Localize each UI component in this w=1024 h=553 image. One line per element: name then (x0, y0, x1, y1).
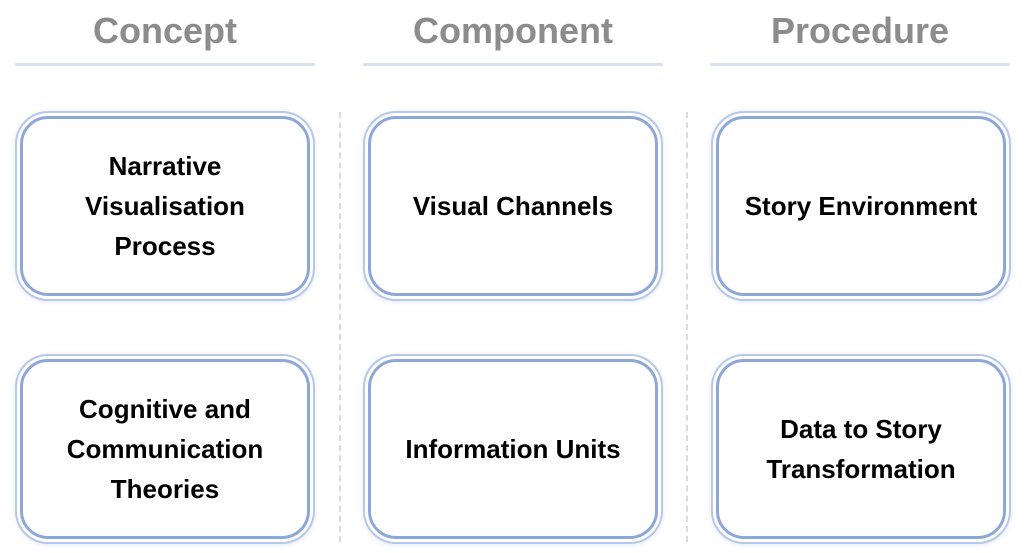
card-label: Cognitive and Communication Theories (66, 394, 264, 504)
card-narrative-visualisation-process: Narrative Visualisation Process (20, 116, 310, 296)
column-divider-right (686, 112, 688, 542)
card-label: Narrative Visualisation Process (85, 151, 245, 261)
card-label: Information Units (405, 434, 621, 464)
column-divider-left (339, 112, 341, 542)
card-label: Visual Channels (412, 191, 614, 221)
column-underline-concept (15, 63, 315, 66)
column-header-concept: Concept (93, 10, 237, 51)
card-information-units: Information Units (368, 359, 658, 539)
card-label: Story Environment (744, 191, 978, 221)
card-cognitive-communication-theories: Cognitive and Communication Theories (20, 359, 310, 539)
card-label: Data to Story Transformation (766, 414, 956, 484)
column-header-procedure: Procedure (770, 10, 950, 51)
column-underline-component (363, 63, 663, 66)
column-header-component: Component (413, 10, 613, 51)
card-story-environment: Story Environment (716, 116, 1006, 296)
card-data-to-story-transformation: Data to Story Transformation (716, 359, 1006, 539)
column-underline-procedure (710, 63, 1010, 66)
card-visual-channels: Visual Channels (368, 116, 658, 296)
